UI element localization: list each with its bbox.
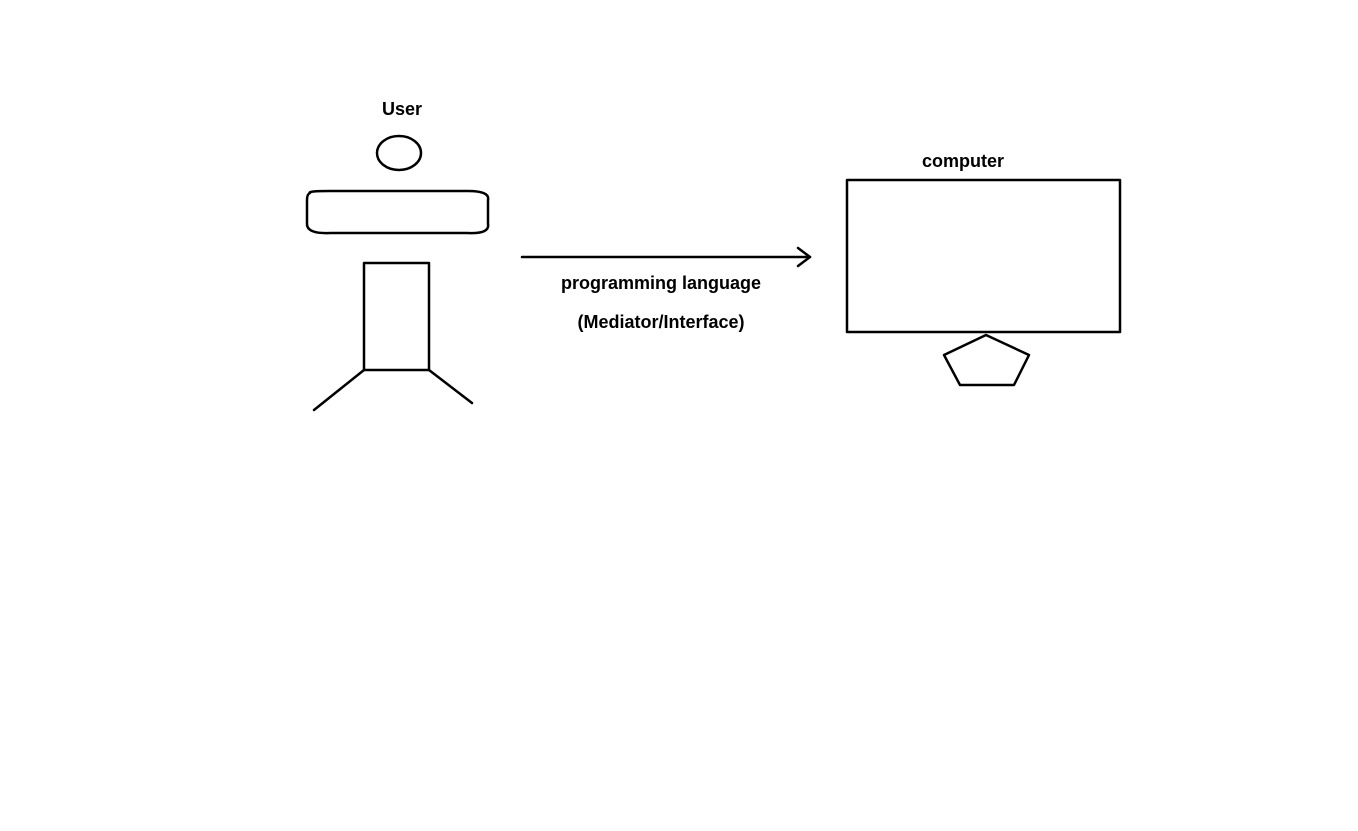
user-right-leg: [427, 368, 474, 405]
arrow-head: [796, 246, 812, 268]
computer-monitor: [845, 178, 1122, 334]
computer-stand: [942, 333, 1031, 387]
user-head: [375, 134, 423, 172]
user-arms: [305, 189, 490, 235]
connection-label-primary: programming language: [560, 273, 762, 293]
connection-arrow: [520, 246, 812, 268]
user-body: [362, 261, 431, 372]
user-figure: [305, 134, 490, 412]
computer-figure: [845, 178, 1122, 387]
computer-label: computer: [921, 151, 1004, 171]
user-label: User: [381, 99, 423, 119]
user-left-leg: [312, 368, 366, 412]
connection-label-secondary: (Mediator/Interface): [577, 312, 745, 332]
